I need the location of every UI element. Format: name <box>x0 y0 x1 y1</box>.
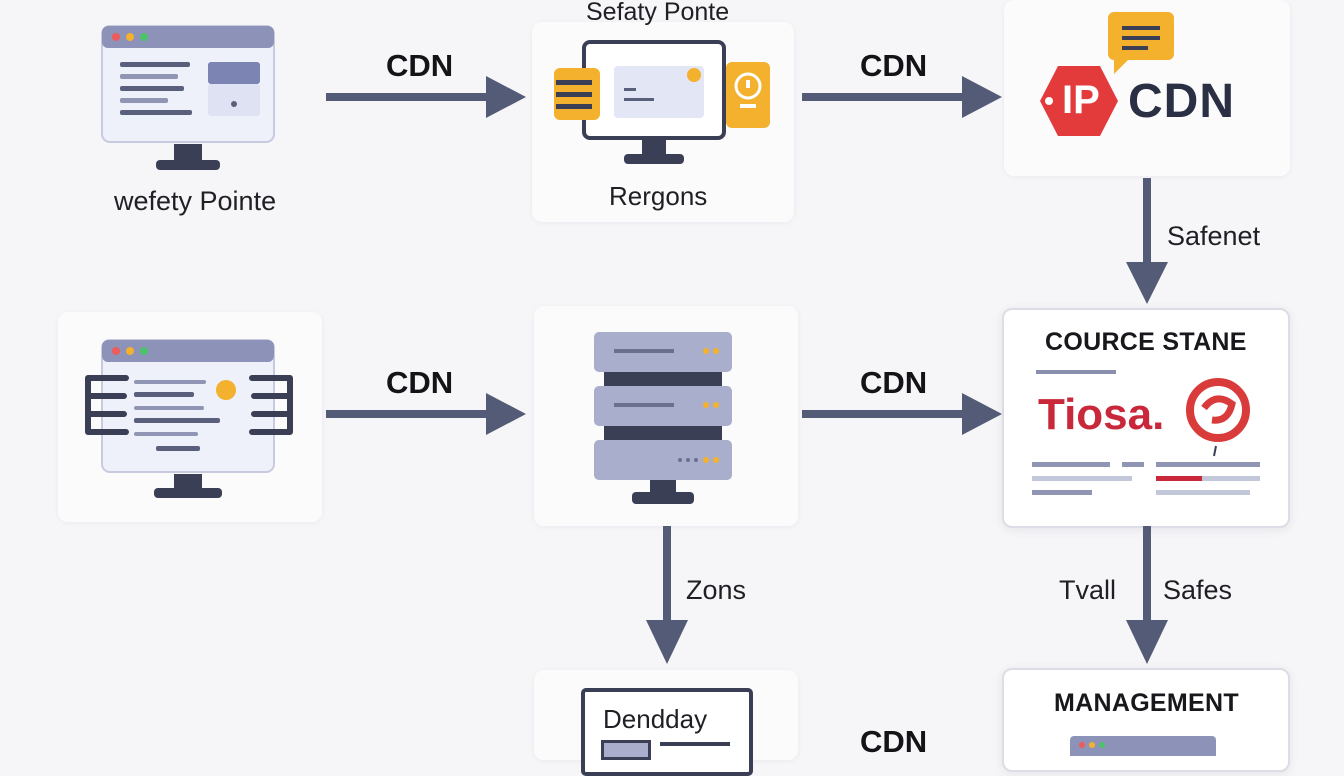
dashboard-panel <box>601 740 651 760</box>
management-card <box>1002 668 1290 772</box>
edge-label-safes: Safes <box>1163 575 1233 605</box>
ip-badge-text: IP <box>1062 78 1100 122</box>
source-stane-title: COURCE STANE <box>1045 328 1247 356</box>
management-title: MANAGEMENT <box>1054 689 1239 717</box>
ip-cdn-text: CDN <box>1128 75 1235 128</box>
top-left-caption: wefety Pointe <box>114 186 277 216</box>
management-window-dots <box>1079 742 1105 748</box>
chat-bubble-icon <box>1108 12 1174 74</box>
edge-label-row1-second: CDN <box>860 48 928 83</box>
edge-label-row3: CDN <box>860 724 928 759</box>
arrow-down-right-top <box>1126 178 1168 304</box>
top-left-monitor-icon <box>101 25 275 170</box>
dashboard-title: Dendday <box>603 704 708 734</box>
top-mid-monitor-icon <box>554 40 770 164</box>
edge-label-row2-second: CDN <box>860 365 928 400</box>
arrow-down-mid <box>646 526 688 664</box>
arrow-down-right-bottom <box>1126 526 1168 664</box>
edge-label-row1-first: CDN <box>386 48 454 83</box>
top-mid-title: Sefaty Ponte <box>586 0 730 26</box>
source-brand: Tiosa. <box>1038 390 1165 439</box>
edge-label-row2-first: CDN <box>386 365 454 400</box>
arrow-row2-second <box>802 393 1002 435</box>
source-title-underline <box>1036 370 1116 374</box>
arrow-row1-first <box>326 76 526 118</box>
edge-label-zons: Zons <box>686 575 747 605</box>
server-stack-icon <box>594 332 732 504</box>
arrow-row1-second <box>802 76 1002 118</box>
top-mid-caption: Rergons <box>609 181 708 211</box>
edge-label-safenet: Safenet <box>1167 221 1261 251</box>
arrow-row2-first <box>326 393 526 435</box>
source-content-lines <box>1032 462 1260 495</box>
edge-label-tvall: Tvall <box>1059 575 1117 605</box>
row2-left-monitor-icon <box>85 339 293 498</box>
dashboard-line <box>660 742 730 746</box>
ip-badge-shape <box>1040 66 1118 136</box>
brand-swirl-icon <box>1186 378 1250 457</box>
